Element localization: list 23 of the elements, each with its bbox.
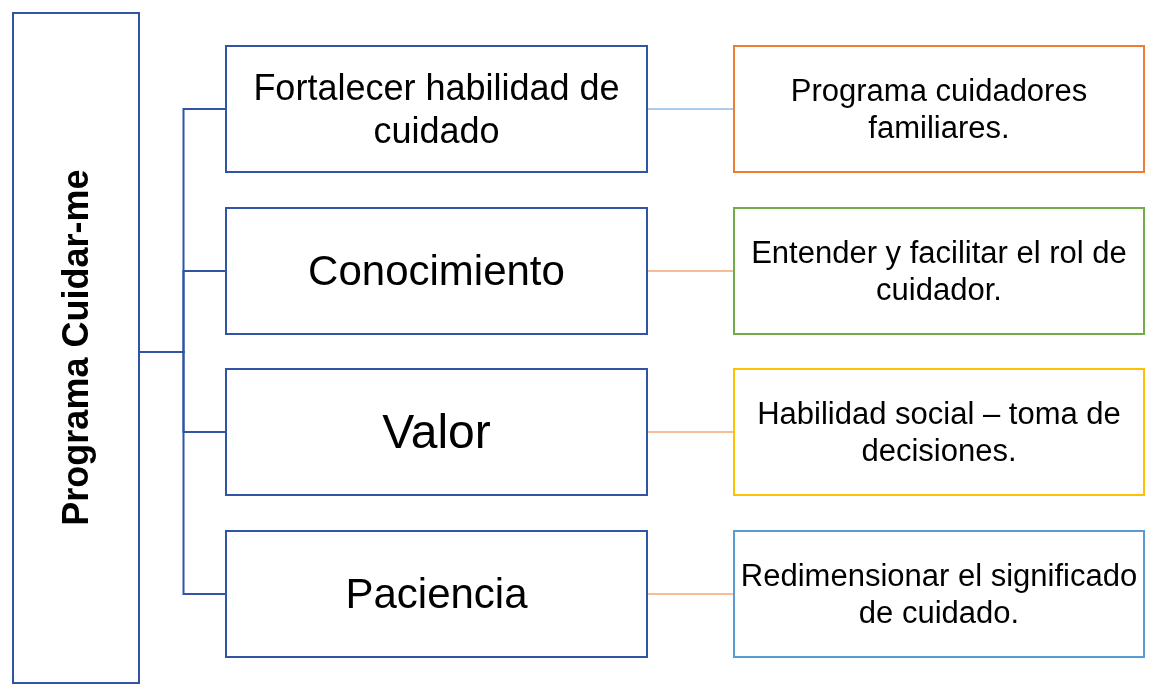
description-text: Redimensionar el significado de cuidado. — [739, 556, 1139, 632]
description-box — [733, 45, 1145, 173]
connector-line — [647, 593, 734, 595]
program-title-box — [12, 12, 140, 684]
connector-line — [647, 270, 734, 272]
topic-label: Conocimiento — [308, 245, 565, 296]
topic-box — [225, 207, 648, 335]
topic-box — [225, 530, 648, 658]
description-box — [733, 207, 1145, 335]
topic-label: Fortalecer habilidad de cuidado — [252, 65, 621, 153]
description-text: Programa cuidadores familiares. — [789, 71, 1089, 147]
topic-box — [225, 368, 648, 496]
description-box — [733, 530, 1145, 658]
topic-label: Valor — [382, 404, 491, 461]
connector-line — [647, 431, 734, 433]
program-title: Programa Cuidar-me — [54, 169, 98, 527]
description-text: Habilidad social – toma de decisiones. — [756, 394, 1122, 470]
description-box — [733, 368, 1145, 496]
topic-box — [225, 45, 648, 173]
connector-line — [647, 108, 734, 110]
topic-label: Paciencia — [345, 568, 528, 619]
description-text: Entender y facilitar el rol de cuidador. — [750, 233, 1128, 309]
connector-line — [139, 351, 226, 595]
